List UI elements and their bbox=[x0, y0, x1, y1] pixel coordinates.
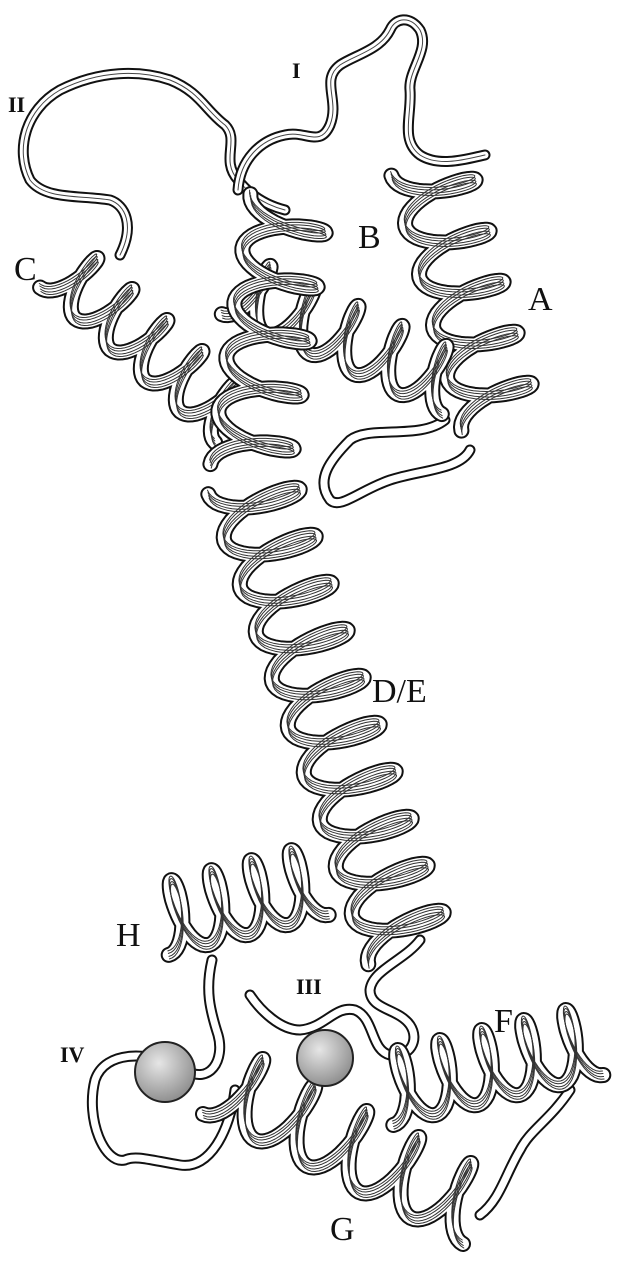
label-helix-c: C bbox=[14, 251, 37, 288]
ion-sphere-icon bbox=[135, 1042, 195, 1102]
label-site-iii: III bbox=[296, 974, 322, 999]
label-helix-b: B bbox=[358, 219, 381, 256]
label-helix-g: G bbox=[330, 1211, 355, 1248]
ion-sphere-icon bbox=[297, 1030, 353, 1086]
loop-f-tail bbox=[480, 1090, 570, 1215]
label-helix-de: D/E bbox=[372, 673, 427, 710]
loop-i bbox=[238, 20, 485, 190]
label-helix-h: H bbox=[116, 917, 141, 954]
label-site-ii: II bbox=[8, 92, 25, 117]
helix-c bbox=[39, 254, 238, 447]
label-helix-a: A bbox=[528, 281, 553, 318]
loop-b-to-c bbox=[324, 420, 470, 503]
label-helix-f: F bbox=[494, 1003, 513, 1040]
helix-a-b-link bbox=[210, 190, 327, 468]
label-site-iv: IV bbox=[60, 1042, 85, 1067]
label-site-i: I bbox=[292, 58, 301, 83]
helix-h bbox=[168, 846, 330, 959]
helix-de bbox=[208, 484, 445, 968]
